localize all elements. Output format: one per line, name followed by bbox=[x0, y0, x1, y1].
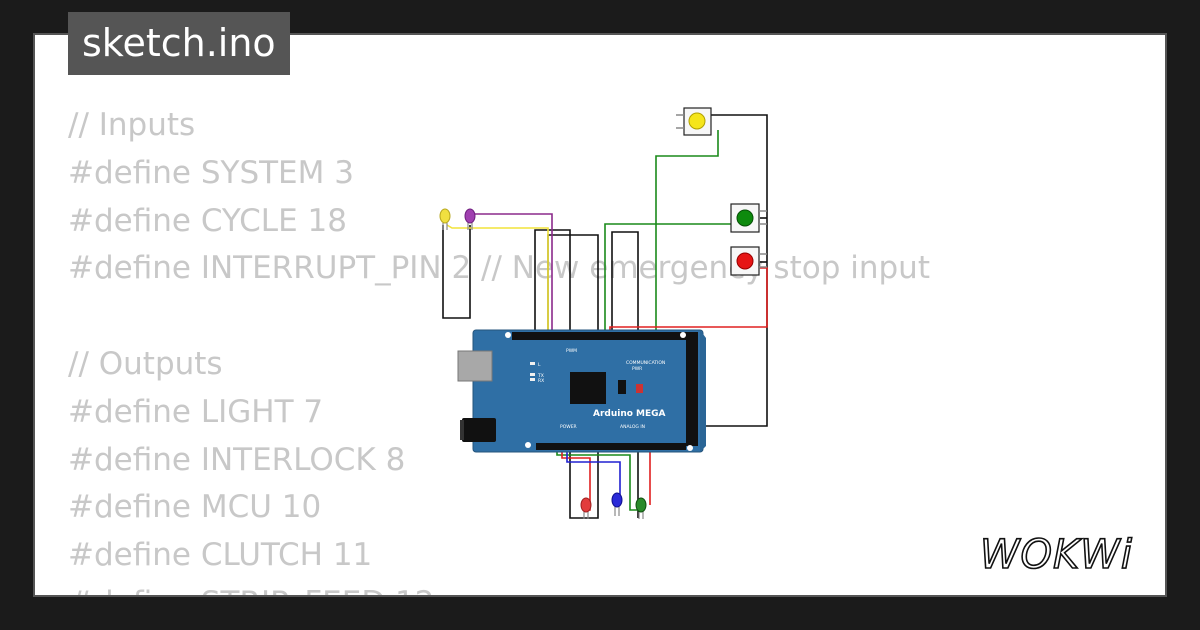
led-body bbox=[580, 497, 592, 513]
yellow-button[interactable] bbox=[676, 107, 712, 136]
code-line: // Inputs bbox=[68, 107, 196, 143]
wire-black-5 bbox=[442, 225, 471, 319]
button-cap[interactable] bbox=[736, 209, 754, 227]
code-line: #define MCU 10 bbox=[68, 489, 322, 526]
led-body bbox=[464, 208, 476, 224]
green-button[interactable] bbox=[730, 203, 767, 233]
arduino-mega-board[interactable]: Arduino MEGA PWM COMMUNICATION ANALOG IN… bbox=[457, 329, 706, 453]
board-label: Arduino MEGA bbox=[593, 409, 666, 419]
mount-hole-3 bbox=[525, 442, 531, 448]
mount-hole-4 bbox=[687, 445, 693, 451]
code-line: // Outputs bbox=[68, 345, 223, 382]
rx-label: RX bbox=[538, 378, 544, 384]
code-line: #define CLUTCH 11 bbox=[68, 537, 373, 574]
code-line: #define LIGHT 7 bbox=[68, 393, 324, 430]
code-line: #define SYSTEM 3 bbox=[68, 154, 354, 191]
icsp-header bbox=[618, 380, 626, 394]
code-line: #define CYCLE 18 bbox=[68, 202, 347, 239]
wire-yellow bbox=[446, 224, 549, 330]
usb-connector[interactable] bbox=[457, 350, 493, 382]
code-card: // Inputs #define SYSTEM 3 #define CYCLE 1… bbox=[33, 33, 1167, 597]
led-body bbox=[635, 497, 647, 513]
wire-red-1 bbox=[609, 267, 768, 330]
header-bottom bbox=[536, 443, 686, 450]
led-body bbox=[611, 492, 623, 508]
power-jack-rim bbox=[460, 420, 464, 440]
power-jack[interactable] bbox=[462, 418, 496, 442]
power-label: POWER bbox=[560, 424, 577, 430]
wires bbox=[442, 114, 768, 519]
button-cap[interactable] bbox=[688, 112, 706, 130]
led-body bbox=[439, 208, 451, 224]
mcu-chip bbox=[570, 372, 606, 404]
l-label: L bbox=[538, 362, 541, 368]
button-body bbox=[683, 107, 712, 136]
wire-green-1 bbox=[655, 130, 719, 330]
yellow-led[interactable] bbox=[439, 208, 451, 230]
board-edge bbox=[700, 330, 706, 452]
header-right bbox=[686, 340, 698, 446]
button-cap[interactable] bbox=[736, 252, 754, 270]
analog-in-label: ANALOG IN bbox=[620, 424, 645, 430]
wokwi-logo-text: WOKWi bbox=[980, 532, 1133, 578]
purple-led[interactable] bbox=[464, 208, 476, 230]
code-listing: // Inputs #define SYSTEM 3 #define CYCLE 1… bbox=[68, 102, 930, 595]
tx-label: TX bbox=[537, 373, 544, 379]
sketch-title: sketch.ino bbox=[68, 12, 290, 75]
blue-led[interactable] bbox=[611, 492, 623, 516]
wokwi-logo: WOKWi bbox=[979, 531, 1133, 578]
wire-purple bbox=[472, 213, 553, 330]
green-led[interactable] bbox=[635, 497, 647, 519]
wire-green-2 bbox=[604, 223, 732, 330]
led-indicator-l bbox=[530, 362, 535, 365]
pwm-label: PWM bbox=[566, 348, 577, 354]
pwr-label: PWR bbox=[632, 366, 642, 372]
code-line: #define INTERRUPT_PIN 2 // New emergency… bbox=[68, 250, 930, 287]
header-top bbox=[512, 332, 698, 340]
code-line: #define STRIP_FEED 12 bbox=[68, 580, 930, 595]
communication-label: COMMUNICATION bbox=[626, 360, 665, 366]
mount-hole-1 bbox=[505, 332, 511, 338]
led-indicator-tx bbox=[530, 373, 535, 376]
red-led[interactable] bbox=[580, 497, 592, 519]
led-indicator-rx bbox=[530, 378, 535, 381]
mount-hole-2 bbox=[680, 332, 686, 338]
reset-button[interactable] bbox=[636, 384, 643, 393]
code-line: #define INTERLOCK 8 bbox=[68, 441, 406, 478]
red-button[interactable] bbox=[730, 246, 767, 276]
